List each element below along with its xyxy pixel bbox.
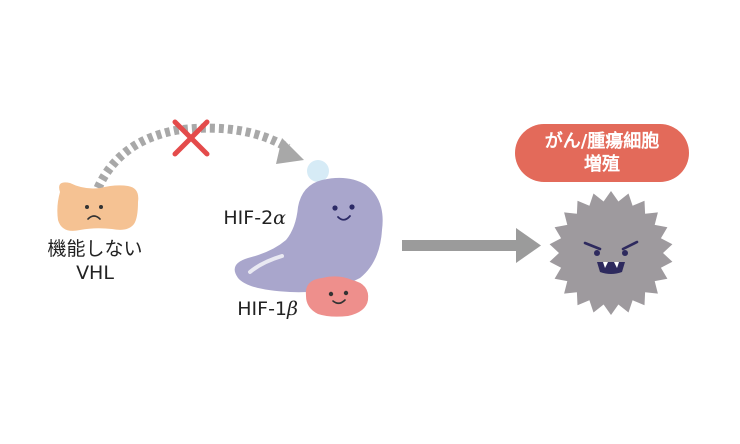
result-line2: 増殖 xyxy=(584,154,620,175)
oxygen-bubble-icon xyxy=(307,160,329,182)
hif1b-label: HIF-1β xyxy=(237,298,298,320)
cancer-proliferation-badge: がん/腫瘍細胞 増殖 xyxy=(515,124,689,182)
result-line1: がん/腫瘍細胞 xyxy=(544,131,660,152)
hif2a-label: HIF-2α xyxy=(223,207,286,229)
cancer-cell-body xyxy=(549,191,673,315)
cancer-cell xyxy=(549,191,673,315)
blocked-dotted-arrow xyxy=(93,123,291,190)
hif2a-protein xyxy=(234,177,383,293)
vhl-label-line1: 機能しない xyxy=(47,238,143,260)
solid-arrow-shaft xyxy=(402,240,522,251)
solid-arrow-head xyxy=(516,228,541,263)
hif1b-protein xyxy=(305,276,369,317)
block-cross-icon xyxy=(172,119,210,157)
dotted-arrow-head xyxy=(276,138,304,164)
vhl-label-line2: VHL xyxy=(76,262,114,284)
vhl-protein xyxy=(57,182,139,231)
